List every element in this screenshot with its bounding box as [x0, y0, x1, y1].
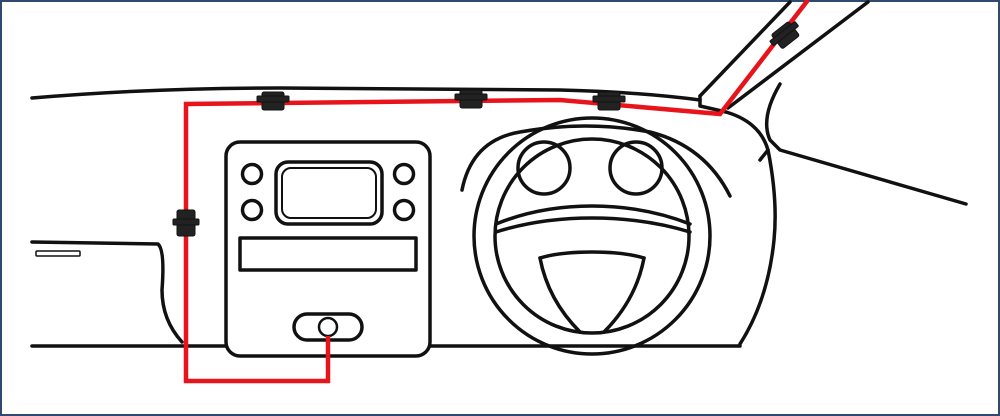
console-slot-panel	[238, 236, 418, 272]
cable-clip-icon	[256, 91, 290, 111]
cable-clip-icon	[592, 91, 626, 111]
console-knob-bottom-left	[240, 198, 264, 222]
glove-box	[30, 240, 184, 344]
dashboard-top-edge	[30, 86, 702, 102]
usb-socket-icon	[317, 316, 339, 338]
cable-clip-icon	[769, 21, 800, 49]
windshield-lower-line	[764, 82, 968, 206]
a-pillar-inner	[726, 0, 870, 110]
cable-clip-icon	[172, 209, 200, 237]
cable-clip-icon	[454, 89, 488, 109]
console-knob-top-right	[392, 162, 416, 186]
steering-wheel-icon	[472, 116, 712, 356]
a-pillar-outer	[698, 0, 792, 98]
speedometer-gauge	[516, 140, 572, 196]
console-knob-top-left	[240, 162, 264, 186]
dashboard-right-edge	[724, 110, 777, 346]
a-pillar-base	[698, 94, 728, 114]
power-cable-route	[183, 0, 810, 384]
console-knob-bottom-right	[392, 198, 416, 222]
head-unit-screen	[274, 160, 384, 226]
glove-box-handle	[35, 250, 81, 257]
center-console	[224, 140, 432, 358]
instrument-cluster-hood	[460, 124, 732, 198]
head-unit-screen-inner	[281, 167, 377, 219]
